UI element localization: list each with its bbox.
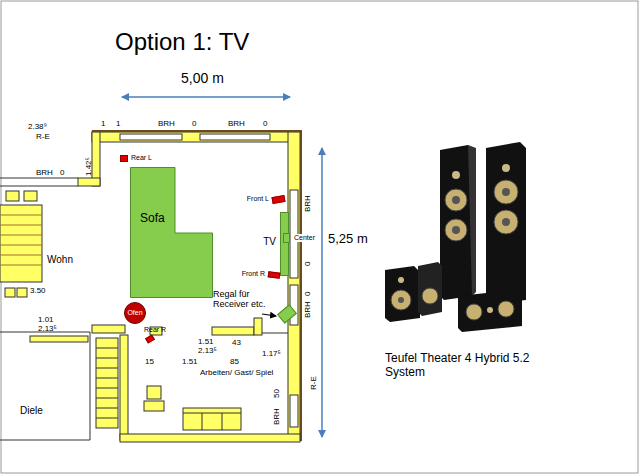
node-label: Rear R — [144, 326, 166, 334]
dimension-label: 1.51 — [182, 357, 198, 366]
shape-fill — [271, 195, 285, 204]
dimension-label: Wohn — [47, 254, 73, 266]
dimension-label: 0 — [60, 168, 64, 177]
dimension-label: 0 — [303, 262, 312, 266]
dimension-label: 2.13⁵ — [38, 324, 57, 333]
dimension-label: 0 — [303, 292, 312, 296]
dimension-label: BRH — [272, 408, 281, 425]
stove-circle: Ofen — [124, 302, 146, 324]
speaker-photo — [385, 142, 526, 332]
dimension-label: R-E — [36, 132, 50, 141]
tv-shape: TVCenter — [280, 212, 289, 276]
speaker-marker: Front R — [268, 272, 280, 278]
dimension-label: 85 — [230, 357, 239, 366]
dimension-label: BRH — [36, 168, 53, 177]
sofa-outline — [130, 167, 213, 298]
dimension-label: 1 — [101, 119, 105, 128]
shape-fill — [280, 212, 289, 276]
speaker-marker: Rear L — [120, 155, 128, 162]
dimension-label: R-E — [309, 376, 318, 390]
title: Option 1: TV — [115, 28, 249, 56]
caption-text: Teufel Theater 4 Hybrid 5.2 System — [385, 352, 535, 380]
node-label: Front L — [247, 195, 269, 203]
dimension-label: 1.42⁵ — [84, 157, 93, 176]
dimension-label: 1.51 — [198, 337, 214, 346]
shape-fill — [120, 155, 128, 162]
dimension-label: 1.17⁵ — [262, 349, 281, 358]
node-label: TV — [263, 236, 276, 248]
node-label: Center — [293, 234, 316, 242]
dimension-label: BRH — [303, 301, 312, 318]
node-label: Rear L — [131, 154, 152, 162]
node-label: Ofen — [127, 309, 142, 317]
shape-fill — [145, 334, 155, 343]
shelf-shape: Regal für Receiver etc. — [279, 308, 295, 320]
dimension-label: 1 — [116, 119, 120, 128]
dimension-label: 43 — [232, 338, 241, 347]
node-label: Regal für Receiver etc. — [213, 289, 283, 310]
node-label: Front R — [242, 270, 265, 278]
dimension-label: 2.13⁵ — [198, 346, 217, 355]
node-label: Sofa — [140, 212, 165, 226]
speaker-marker: Rear R — [146, 336, 154, 342]
dimension-label: 5,25 m — [328, 232, 368, 247]
speaker-marker: Front L — [272, 196, 285, 203]
dimension-label: Diele — [20, 405, 43, 417]
dimension-label: BRH — [158, 119, 175, 128]
dimension-label: Arbeiten/ Gast/ Spiel — [200, 368, 273, 377]
dimension-label: 3.50 — [30, 286, 46, 295]
speaker-marker: Center — [283, 233, 290, 243]
dimension-label: 15 — [145, 357, 154, 366]
dimension-label: 1.01 — [38, 315, 54, 324]
dimension-label: 0 — [192, 119, 196, 128]
sofa-shape: Sofa — [130, 167, 213, 298]
dimension-label: 2.38⁹ — [28, 122, 47, 131]
shape-fill — [268, 271, 281, 279]
shape-fill — [283, 233, 290, 243]
dimension-label: 5,00 m — [181, 70, 224, 86]
dimension-label: BRH — [228, 119, 245, 128]
dimension-label: 0 — [263, 119, 267, 128]
dimension-label: BRH — [303, 195, 312, 212]
dimension-label: 50 — [272, 389, 281, 398]
